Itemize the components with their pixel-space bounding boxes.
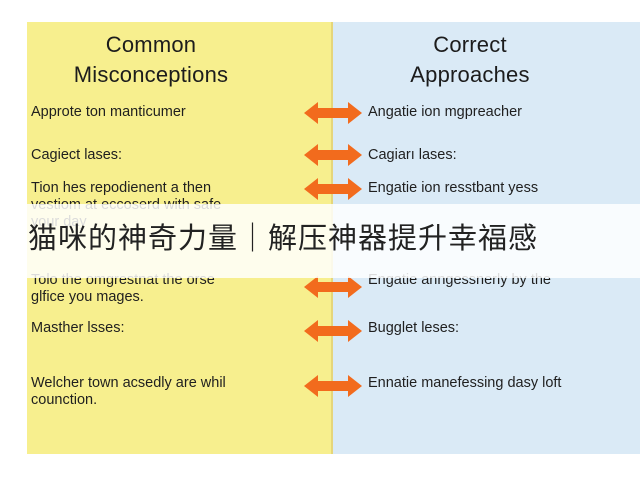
overlay-caption: 猫咪的神奇力量｜解压神器提升幸福感 — [28, 221, 539, 255]
double-arrow-icon — [304, 375, 362, 397]
misconception-6: Welcher town acsedly are whil counction. — [31, 375, 226, 408]
approaches-heading: Correct Approaches — [410, 32, 530, 87]
misconception-5: Masther lsses: — [31, 320, 125, 336]
double-arrow-icon — [304, 144, 362, 166]
approach-5: Bugglet leses: — [368, 320, 460, 336]
caption-overlay — [0, 204, 640, 278]
double-arrow-icon — [304, 276, 362, 298]
double-arrow-icon — [304, 320, 362, 342]
double-arrow-icon — [304, 178, 362, 200]
approach-1: Angatie ion mgpreacher — [368, 104, 522, 120]
misconception-2: Cagiect lases: — [31, 147, 123, 163]
approach-6: Ennatie manefessing dasy loft — [368, 375, 562, 391]
double-arrow-icon — [304, 102, 362, 124]
approach-3: Engatie ion resstbant yess — [368, 180, 539, 196]
approach-2: Cagiarı lases: — [368, 147, 457, 163]
misconception-1: Approte ton manticumer — [31, 104, 186, 120]
misconceptions-heading: Common Misconceptions — [73, 32, 229, 87]
